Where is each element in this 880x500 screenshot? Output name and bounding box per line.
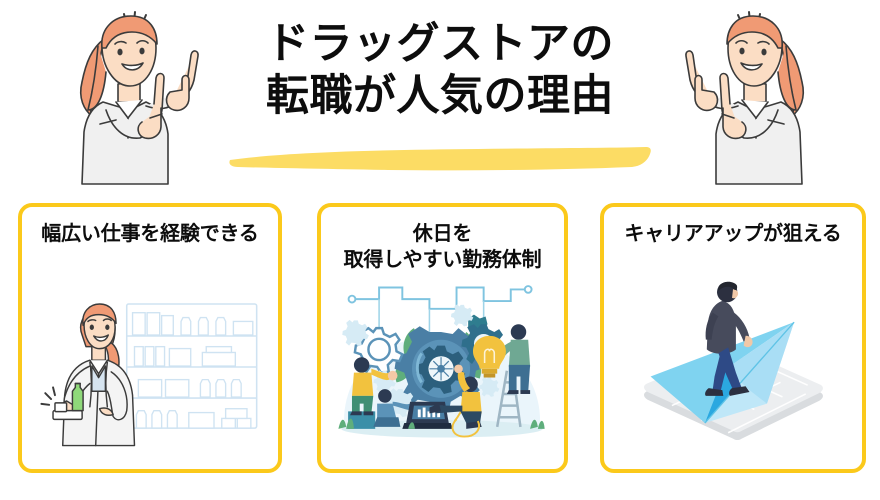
reason-card-1-title: 幅広い仕事を経験できる — [22, 221, 278, 247]
yellow-brush-underline — [228, 146, 652, 172]
reason-card-2-title-line-2: 取得しやすい勤務体制 — [343, 249, 542, 271]
pointing-woman-left — [58, 6, 208, 188]
reason-cards: 幅広い仕事を経験できる — [0, 203, 880, 478]
header: ドラッグストアの 転職が人気の理由 — [0, 0, 880, 195]
teamwork-gears-illustration — [321, 273, 564, 453]
reason-card-1-title-line-1: 幅広い仕事を経験できる — [41, 223, 259, 245]
reason-card-2[interactable]: 休日を 取得しやすい勤務体制 — [317, 203, 568, 473]
page-title: ドラッグストアの 転職が人気の理由 — [200, 18, 680, 122]
reason-card-3-title: キャリアアップが狙える — [604, 221, 862, 247]
reason-card-1[interactable]: 幅広い仕事を経験できる — [18, 203, 282, 473]
reason-card-2-title: 休日を 取得しやすい勤務体制 — [321, 221, 564, 273]
pointing-woman-right — [676, 6, 826, 188]
reason-card-3[interactable]: キャリアアップが狙える — [600, 203, 866, 473]
reason-card-3-title-line-1: キャリアアップが狙える — [624, 223, 842, 245]
title-line-1: ドラッグストアの — [266, 20, 614, 68]
title-line-2: 転職が人気の理由 — [266, 72, 614, 120]
businessman-on-paper-plane-illustration — [604, 265, 862, 455]
reason-card-2-title-line-1: 休日を — [412, 223, 473, 245]
pharmacist-with-shelves-illustration — [22, 280, 278, 455]
